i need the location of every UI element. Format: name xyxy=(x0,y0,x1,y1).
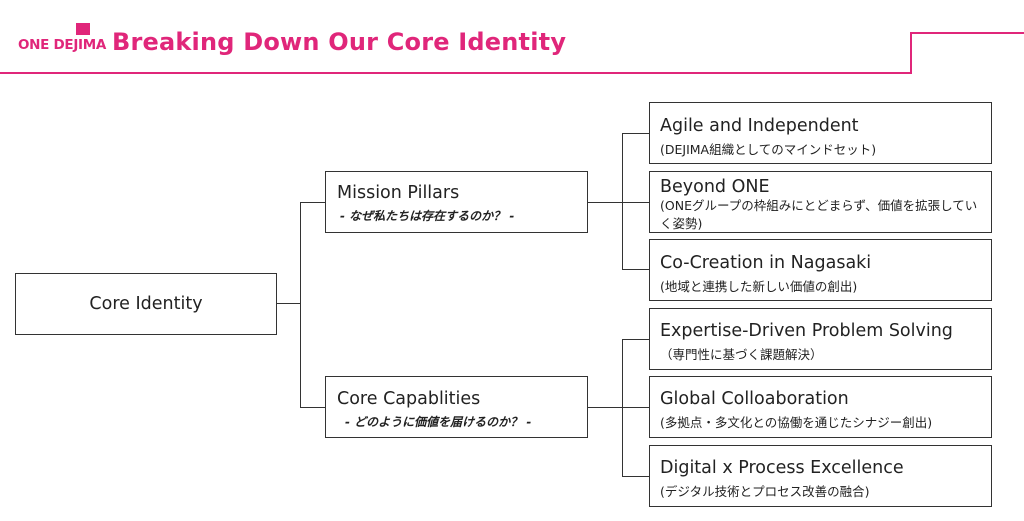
connector-to-global xyxy=(622,407,649,408)
leaf-title: Agile and Independent xyxy=(660,116,859,136)
mission-pillars-label: Mission Pillars xyxy=(337,183,460,203)
leaf-co-creation-nagasaki: Co-Creation in Nagasaki (地域と連携した新しい価値の創出… xyxy=(649,239,992,301)
leaf-subtitle: (多拠点・多文化との協働を通じたシナジー創出) xyxy=(660,415,933,430)
leaf-subtitle: (地域と連携した新しい価値の創出) xyxy=(660,279,858,294)
leaf-title: Beyond ONE xyxy=(660,177,770,197)
header-underline xyxy=(0,72,910,74)
core-capabilities-label: Core Capablities xyxy=(337,389,481,409)
leaf-global-collaboration: Global Colloaboration (多拠点・多文化との協働を通じたシナ… xyxy=(649,376,992,438)
connector-mission-out xyxy=(587,202,623,203)
leaf-digital-process-excellence: Digital x Process Excellence (デジタル技術とプロセ… xyxy=(649,445,992,507)
connector-root-spine xyxy=(300,202,301,408)
connector-to-digital xyxy=(622,476,649,477)
connector-to-beyond xyxy=(622,202,649,203)
connector-to-expertise xyxy=(622,339,649,340)
leaf-expertise-problem-solving: Expertise-Driven Problem Solving （専門性に基づ… xyxy=(649,308,992,370)
leaf-subtitle: (デジタル技術とプロセス改善の融合) xyxy=(660,484,870,499)
header-step-top xyxy=(910,32,1024,34)
connector-root-out xyxy=(276,303,301,304)
leaf-subtitle: (DEJIMA組織としてのマインドセット) xyxy=(660,142,877,157)
mission-pillars-node: Mission Pillars - なぜ私たちは存在するのか？ - xyxy=(325,171,588,233)
connector-mission-spine xyxy=(622,133,623,270)
connector-to-mission xyxy=(300,202,325,203)
company-logo: ONE DEJIMA xyxy=(18,23,106,59)
leaf-subtitle: (ONEグループの枠組みにとどまらず、価値を拡張していく姿勢) xyxy=(660,198,978,231)
page-title: Breaking Down Our Core Identity xyxy=(112,28,567,56)
connector-to-agile xyxy=(622,133,649,134)
leaf-beyond-one: Beyond ONE (ONEグループの枠組みにとどまらず、価値を拡張していく姿… xyxy=(649,171,992,233)
leaf-title: Co-Creation in Nagasaki xyxy=(660,253,872,273)
leaf-title: Digital x Process Excellence xyxy=(660,458,904,478)
core-capabilities-node: Core Capablities - どのように価値を届けるのか？ - xyxy=(325,376,588,438)
leaf-subtitle: （専門性に基づく課題解決） xyxy=(660,347,823,362)
connector-capabilities-out xyxy=(587,407,623,408)
connector-to-cocreation xyxy=(622,269,649,270)
header-step-vertical xyxy=(910,32,912,74)
leaf-agile-independent: Agile and Independent (DEJIMA組織としてのマインドセ… xyxy=(649,102,992,164)
mission-pillars-tagline: - なぜ私たちは存在するのか？ - xyxy=(340,209,515,223)
leaf-title: Global Colloaboration xyxy=(660,389,849,409)
core-capabilities-tagline: - どのように価値を届けるのか？ - xyxy=(345,415,532,429)
root-label: Core Identity xyxy=(89,294,203,314)
logo-tab-mark xyxy=(76,23,90,35)
logo-text: ONE DEJIMA xyxy=(18,37,107,53)
leaf-title: Expertise-Driven Problem Solving xyxy=(660,321,953,341)
connector-to-capabilities xyxy=(300,407,325,408)
root-node: Core Identity xyxy=(15,273,277,335)
